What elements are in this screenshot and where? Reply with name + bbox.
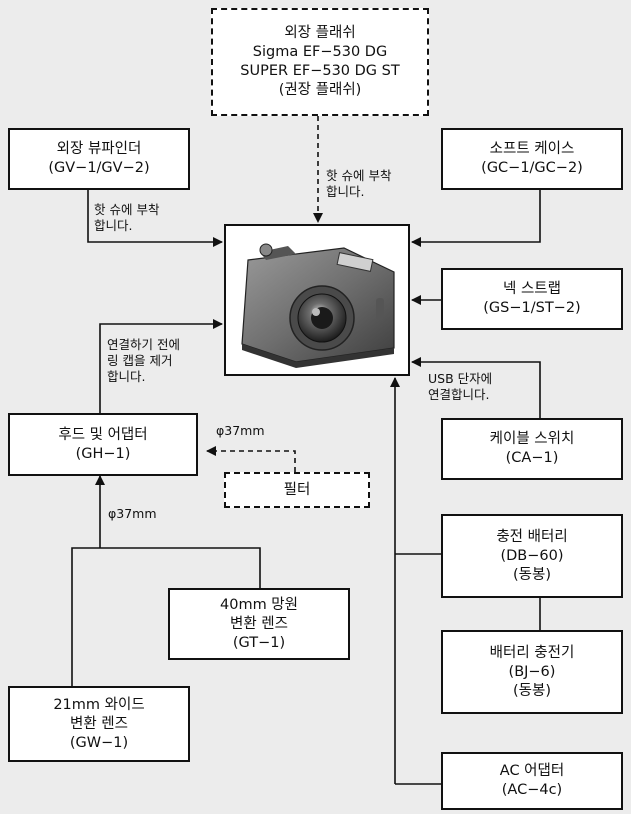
flash-model-2: SUPER EF−530 DG ST	[240, 63, 400, 79]
wide-lens-title: 21mm 와이드	[53, 696, 145, 713]
viewfinder-box: 외장 뷰파인더 (GV−1/GV−2)	[8, 128, 190, 190]
usb-note: USB 단자에 연결합니다.	[428, 371, 493, 402]
battery-model: (DB−60)	[500, 547, 564, 564]
neckstrap-box: 넥 스트랩 (GS−1/ST−2)	[441, 268, 623, 330]
cable-title: 케이블 스위치	[489, 431, 575, 447]
battery-title: 충전 배터리	[496, 528, 568, 545]
ring-cap-note: 연결하기 전에 링 캡을 제거 합니다.	[107, 337, 180, 384]
wide-lens-box: 21mm 와이드 변환 렌즈 (GW−1)	[8, 686, 190, 762]
wide-lens-type: 변환 렌즈	[70, 715, 128, 732]
hood-box: 후드 및 어댑터 (GH−1)	[8, 413, 198, 476]
charger-box: 배터리 충전기 (BJ−6) (동봉)	[441, 630, 623, 714]
viewfinder-title: 외장 뷰파인더	[56, 141, 142, 157]
charger-title: 배터리 충전기	[489, 644, 575, 661]
tele-lens-box: 40mm 망원 변환 렌즈 (GT−1)	[168, 588, 350, 660]
hood-connector	[99, 319, 223, 413]
camera-image	[224, 224, 410, 376]
neckstrap-title: 넥 스트랩	[503, 281, 561, 297]
flash-model-1: Sigma EF−530 DG	[252, 44, 388, 60]
neckstrap-model: (GS−1/ST−2)	[483, 300, 581, 316]
lens-diameter-label: φ37mm	[108, 506, 157, 521]
tele-lens-title: 40mm 망원	[220, 596, 298, 613]
cable-box: 케이블 스위치 (CA−1)	[441, 418, 623, 480]
ac-adapter-title: AC 어댑터	[499, 763, 565, 779]
hood-model: (GH−1)	[75, 445, 131, 462]
cable-model: (CA−1)	[505, 450, 559, 466]
flash-shoe-note: 핫 슈에 부착 합니다.	[326, 168, 392, 199]
filter-box: 필터	[224, 472, 370, 508]
softcase-model: (GC−1/GC−2)	[481, 160, 583, 176]
wide-connector	[71, 547, 261, 686]
battery-box: 충전 배터리 (DB−60) (동봉)	[441, 514, 623, 598]
softcase-connector	[411, 190, 541, 247]
filter-diameter-label: φ37mm	[216, 423, 265, 438]
charger-model: (BJ−6)	[508, 663, 556, 680]
filter-connector	[206, 446, 296, 472]
tele-lens-type: 변환 렌즈	[230, 615, 288, 632]
softcase-title: 소프트 케이스	[489, 141, 575, 157]
cable-connector	[411, 357, 541, 418]
flash-box: 외장 플래쉬 Sigma EF−530 DG SUPER EF−530 DG S…	[211, 8, 429, 116]
filter-title: 필터	[283, 481, 311, 498]
wide-lens-model: (GW−1)	[69, 734, 129, 751]
ac-adapter-box: AC 어댑터 (AC−4c)	[441, 752, 623, 810]
viewfinder-connector	[87, 190, 223, 247]
viewfinder-model: (GV−1/GV−2)	[48, 160, 150, 176]
viewfinder-shoe-note: 핫 슈에 부착 합니다.	[94, 202, 160, 233]
flash-note: (권장 플래쉬)	[278, 82, 362, 98]
battery-included: (동봉)	[513, 566, 551, 583]
softcase-box: 소프트 케이스 (GC−1/GC−2)	[441, 128, 623, 190]
charger-included: (동봉)	[513, 682, 551, 699]
hood-title: 후드 및 어댑터	[58, 426, 148, 443]
tele-lens-model: (GT−1)	[232, 634, 286, 651]
camera-icon	[241, 243, 395, 368]
ac-adapter-model: (AC−4c)	[501, 782, 563, 798]
flash-title: 외장 플래쉬	[284, 25, 356, 41]
